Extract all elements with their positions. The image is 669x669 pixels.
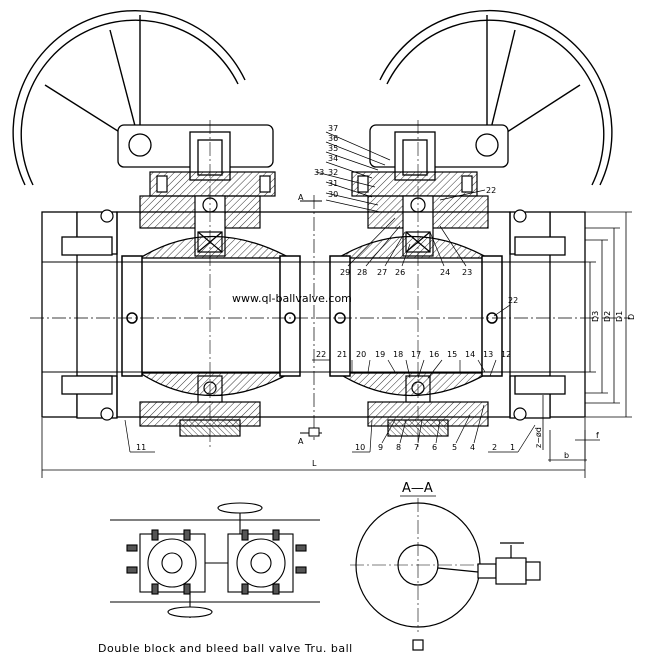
part-28: 28 <box>357 268 367 277</box>
dim-L: L <box>312 459 317 468</box>
section-cut-line <box>300 200 322 437</box>
part-24: 24 <box>440 268 450 277</box>
part-11: 11 <box>136 443 146 452</box>
dim-f: f <box>596 431 599 440</box>
part-10: 10 <box>355 443 365 452</box>
part-1: 1 <box>510 443 515 452</box>
dim-D2: D2 <box>603 311 612 322</box>
part-5: 5 <box>452 443 457 452</box>
website-url: www.ql-ballvalve.com <box>232 292 352 305</box>
part-16: 16 <box>429 350 439 359</box>
part-17: 17 <box>411 350 421 359</box>
section-title: A—A <box>402 481 433 496</box>
part-14: 14 <box>465 350 475 359</box>
part-20: 20 <box>356 350 366 359</box>
dim-D1: D1 <box>615 311 624 322</box>
part-21: 21 <box>337 350 347 359</box>
part-2: 2 <box>492 443 497 452</box>
part-22-upper: 22 <box>486 186 496 195</box>
section-aa-view <box>350 498 541 651</box>
upper-leaders <box>347 217 467 267</box>
part-15: 15 <box>447 350 457 359</box>
part-33: 33 <box>314 168 324 177</box>
part-36: 36 <box>328 134 338 143</box>
mid-leaders <box>312 359 497 379</box>
dim-D3: D3 <box>591 311 600 322</box>
part-31: 31 <box>328 179 338 188</box>
dim-b: b <box>564 451 569 460</box>
bottom-leaders <box>124 404 536 453</box>
part-6: 6 <box>432 443 437 452</box>
part-30: 30 <box>328 190 338 199</box>
part-35: 35 <box>328 144 338 153</box>
dim-D: D <box>627 314 636 320</box>
part-4: 4 <box>470 443 475 452</box>
part-12: 12 <box>501 350 511 359</box>
section-mark-bottom: A <box>298 437 304 446</box>
part-7: 7 <box>414 443 419 452</box>
part-9: 9 <box>378 443 383 452</box>
part-8: 8 <box>396 443 401 452</box>
plan-view <box>110 502 320 618</box>
part-22-right: 22 <box>508 296 518 305</box>
dim-z-d: z−ød <box>534 427 543 448</box>
part-22-mid: 22 <box>316 350 326 359</box>
caption: Double block and bleed ball valve Tru. b… <box>98 642 353 655</box>
balls <box>139 235 489 397</box>
part-27: 27 <box>377 268 387 277</box>
part-23: 23 <box>462 268 472 277</box>
part-37: 37 <box>328 124 338 133</box>
part-18: 18 <box>393 350 403 359</box>
dimension-lines <box>41 211 632 478</box>
part-19: 19 <box>375 350 385 359</box>
part-29: 29 <box>340 268 350 277</box>
part-26: 26 <box>395 268 405 277</box>
part-13: 13 <box>483 350 493 359</box>
bore-lines <box>30 120 630 450</box>
section-mark-top: A <box>298 193 304 202</box>
valve-body <box>41 211 586 419</box>
part-34: 34 <box>328 154 338 163</box>
part-number-stack <box>315 131 391 213</box>
part-32: 32 <box>328 168 338 177</box>
